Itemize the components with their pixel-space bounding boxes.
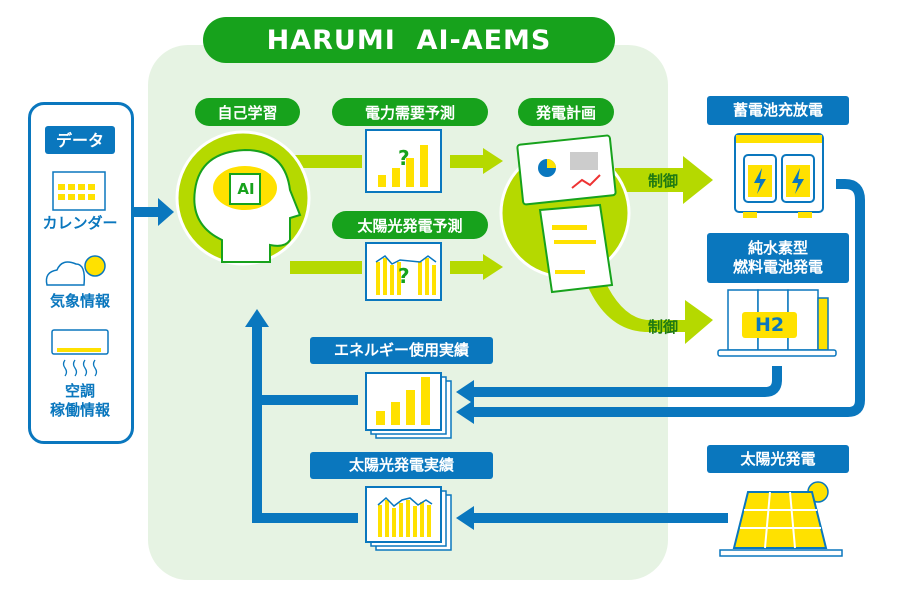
energy-usage-chart-icon <box>365 372 452 439</box>
title-text: HARUMI AI-AEMS <box>266 24 552 56</box>
calendar-icon <box>52 171 106 211</box>
weather-label: 気象情報 <box>49 292 110 310</box>
control-label-fuel-cell: 制御 <box>648 318 679 336</box>
control-label-battery: 制御 <box>648 172 679 190</box>
svg-text:?: ? <box>398 146 410 170</box>
energy-usage-label: エネルギー使用実績 <box>310 337 493 364</box>
solar-results-chart-icon <box>365 486 452 551</box>
solar-forecast-label: 太陽光発電予測 <box>332 211 488 239</box>
demand-forecast-chart-icon: ? <box>365 129 442 193</box>
solar-results-label: 太陽光発電実績 <box>310 452 493 479</box>
ai-brain-icon <box>175 130 311 266</box>
calendar-label: カレンダー <box>42 214 118 232</box>
ai-chip-label: AI <box>237 180 255 198</box>
solar-forecast-chart-icon: ? <box>365 242 442 301</box>
generation-plan-label: 発電計画 <box>518 98 614 126</box>
svg-text:?: ? <box>398 264 410 288</box>
fuel-cell-label: 純水素型 燃料電池発電 <box>707 233 849 283</box>
generation-plan-icon <box>499 134 631 294</box>
data-panel <box>28 102 134 444</box>
title-banner: HARUMI AI-AEMS <box>203 17 615 63</box>
data-input-arrow <box>132 198 174 226</box>
battery-icon <box>734 133 824 218</box>
weather-icon <box>45 255 106 286</box>
ac-operation-label: 空調 稼働情報 <box>49 382 110 419</box>
h2-label: H2 <box>754 314 785 336</box>
arrowheads <box>245 309 474 530</box>
battery-label: 蓄電池充放電 <box>707 96 849 125</box>
air-conditioner-icon <box>51 329 109 377</box>
data-header: データ <box>45 126 115 154</box>
lime-connectors <box>290 148 713 344</box>
fuel-cell-icon <box>717 289 837 357</box>
self-learning-label: 自己学習 <box>195 98 300 126</box>
solar-generation-label: 太陽光発電 <box>707 445 849 473</box>
feedback-arrows <box>252 179 865 523</box>
demand-forecast-label: 電力需要予測 <box>332 98 488 126</box>
solar-panel-icon <box>719 481 843 557</box>
